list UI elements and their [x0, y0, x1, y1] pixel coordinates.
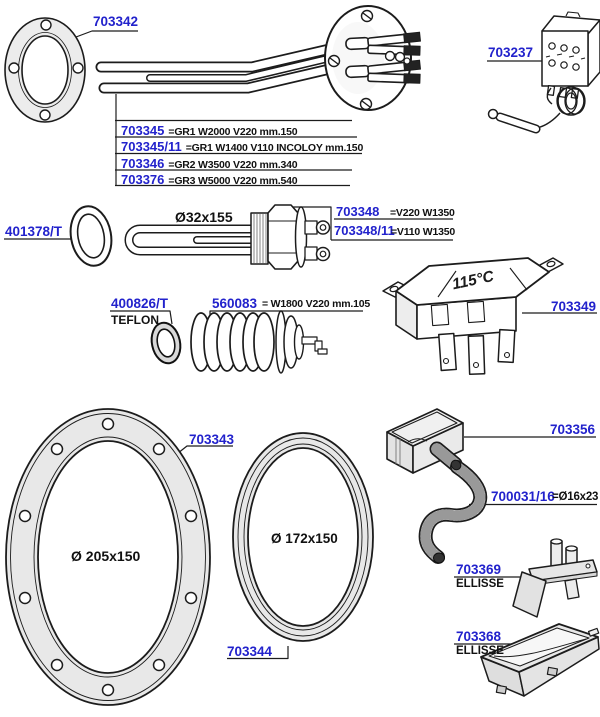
part-link-400826T[interactable]: 400826/T — [111, 296, 169, 311]
heater-table-row: 703346=GR2 W3500 V220 mm.340 — [121, 155, 298, 172]
heater-table-row: 703345=GR1 W2000 V220 mm.150 — [121, 122, 298, 139]
part-link-703342[interactable]: 703342 — [93, 14, 139, 29]
part-link-703356[interactable]: 703356 — [550, 422, 596, 437]
flange-gasket-drawing — [4, 17, 86, 123]
part-link-703344[interactable]: 703344 — [227, 644, 273, 659]
part-link-703345[interactable]: 703345 — [121, 122, 165, 138]
part-link-703368[interactable]: 703368 — [456, 629, 502, 644]
part-spec: =GR1 W2000 V220 mm.150 — [168, 125, 298, 138]
part-link-560083[interactable]: 560083 — [212, 296, 258, 311]
gasket-dimension-label: Ø 205x150 — [71, 548, 141, 564]
heating-element-top-drawing — [95, 42, 340, 94]
part-link-703345-11[interactable]: 703345/11 — [121, 139, 182, 154]
part-link-703349[interactable]: 703349 — [551, 299, 597, 314]
gasket-dimension-label: Ø 172x150 — [271, 531, 338, 546]
capillary-thermostat-drawing — [487, 11, 600, 134]
coil-element-drawing — [190, 310, 328, 374]
part-spec: = W1800 V220 mm.105 — [262, 298, 370, 310]
group-gasket-oval-drawing — [232, 432, 374, 642]
part-spec: =V110 W1350 — [391, 226, 456, 238]
part-link-401378T[interactable]: 401378/T — [5, 224, 63, 239]
material-label-teflon: TEFLON — [111, 313, 159, 327]
part-link-703237[interactable]: 703237 — [488, 45, 534, 60]
tray-ellisse-drawing — [480, 623, 600, 697]
part-link-703369[interactable]: 703369 — [456, 562, 502, 577]
part-link-703348-11[interactable]: 703348/11 — [334, 223, 395, 238]
part-link-703346[interactable]: 703346 — [121, 155, 165, 171]
variant-label-ellisse: ELLISSE — [456, 645, 504, 657]
element-dimension-label: Ø32x155 — [175, 209, 233, 225]
part-spec: =GR3 W5000 V220 mm.540 — [168, 174, 298, 187]
part-link-700031-16[interactable]: 700031/16 — [491, 489, 555, 504]
leader-lines — [4, 30, 597, 660]
contact-thermostat-drawing: 115°C — [382, 257, 564, 375]
group-gasket-large-drawing — [5, 408, 211, 706]
drain-hose-drawing — [418, 441, 488, 564]
part-spec: =GR1 W1400 V110 INCOLOY mm.150 — [185, 142, 364, 154]
teflon-ring-drawing — [150, 321, 182, 365]
part-link-703376[interactable]: 703376 — [121, 171, 165, 187]
part-link-703348[interactable]: 703348 — [336, 204, 380, 219]
heater-table-row: 703345/11=GR1 W1400 V110 INCOLOY mm.150 — [121, 139, 363, 155]
part-spec: =V220 W1350 — [390, 207, 455, 219]
part-spec: =Ø16x23 — [552, 491, 599, 503]
variant-label-ellisse: ELLISSE — [456, 578, 504, 590]
part-link-703343[interactable]: 703343 — [189, 432, 235, 447]
heater-table-row: 703376=GR3 W5000 V220 mm.540 — [121, 171, 298, 188]
oring-drawing — [69, 205, 113, 267]
bracket-ellisse-drawing — [512, 538, 598, 618]
boiler-element-drawing — [124, 204, 331, 270]
element-flange-drawing — [324, 5, 421, 111]
part-spec: =GR2 W3500 V220 mm.340 — [168, 158, 298, 171]
